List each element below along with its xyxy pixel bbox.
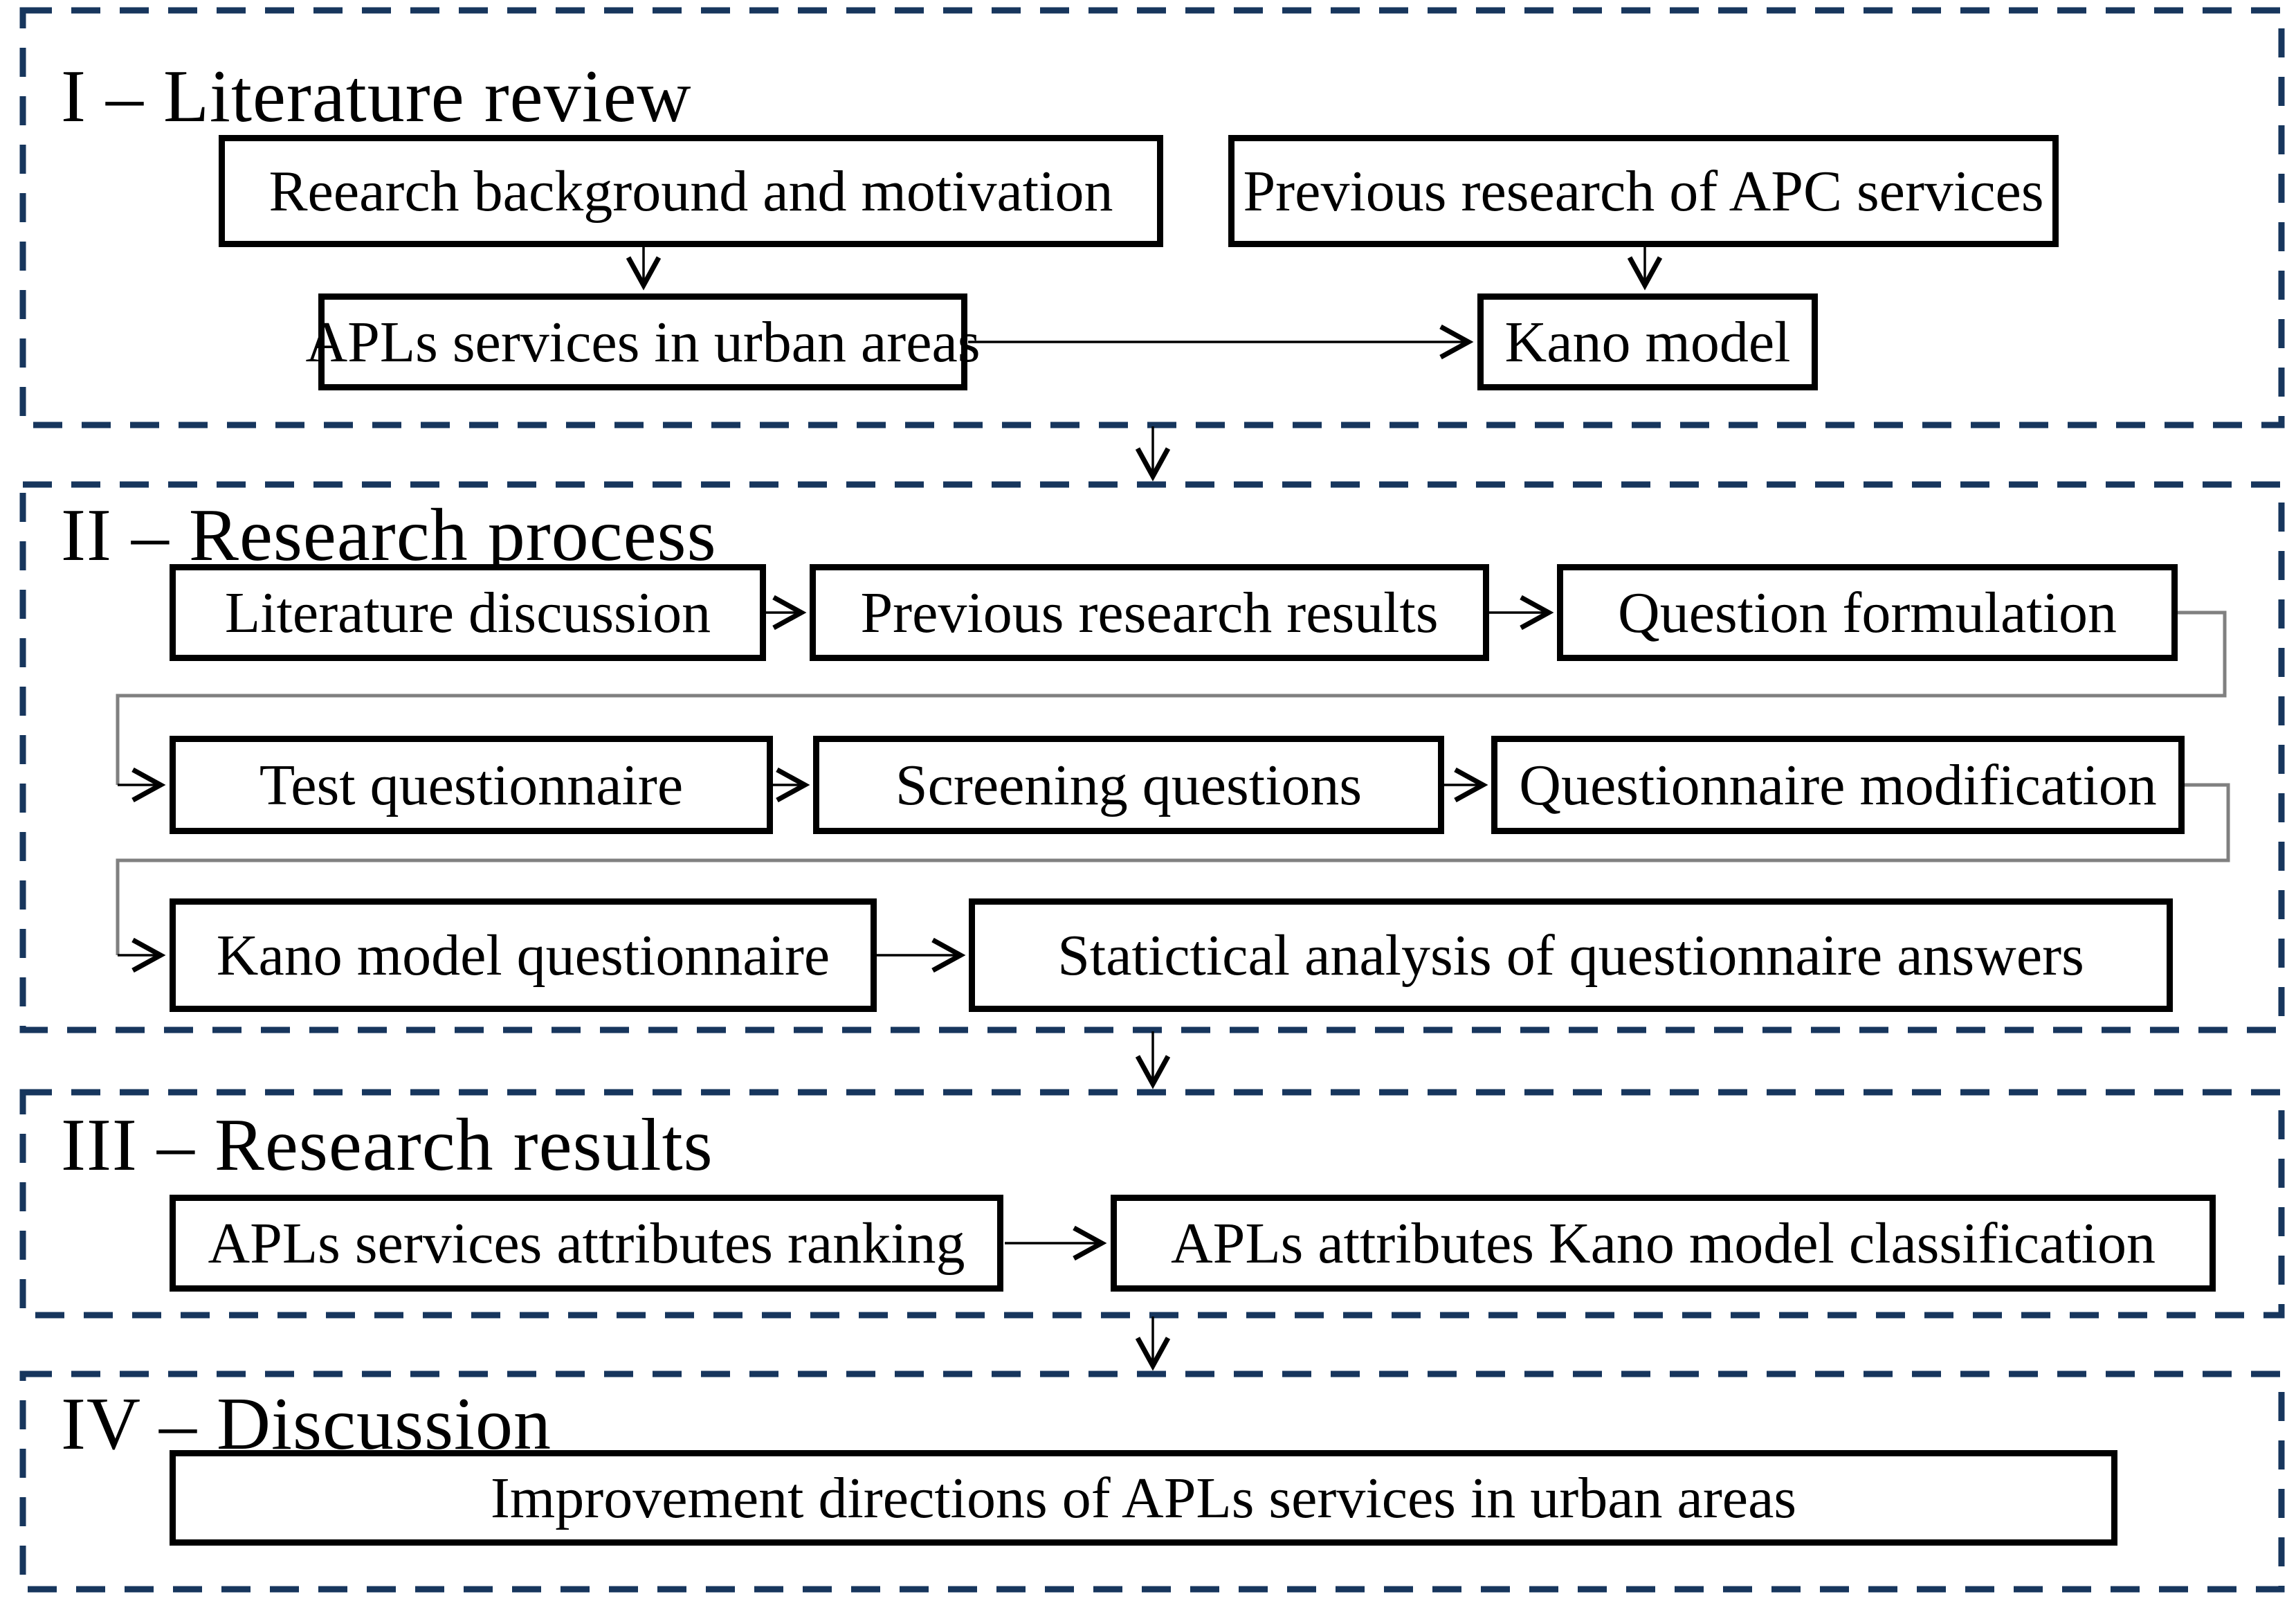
section-iv-border [19,1371,2285,1593]
box-kano-classification: APLs attributes Kano model classificatio… [1111,1195,2216,1292]
box-kano-model: Kano model [1477,293,1818,390]
box-test-questionnaire: Test questionnaire [170,736,773,834]
section-ii-border [19,481,2285,1033]
section-i-title: I – Literature review [61,55,692,138]
box-previous-apc-research: Previous research of APC services [1228,135,2059,247]
wrap-connector-2 [116,783,2230,955]
box-statistical-analysis: Statictical analysis of questionnaire an… [969,898,2173,1012]
wrap-connector-1 [116,610,2227,785]
box-attributes-ranking: APLs services attributes ranking [170,1195,1003,1292]
box-questionnaire-modification: Questionnaire modification [1491,736,2185,834]
box-improvement-directions: Improvement directions of APLs services … [170,1450,2117,1546]
section-i-border [19,7,2285,428]
box-screening-questions: Screening questions [813,736,1444,834]
box-research-background: Reearch background and motivation [219,135,1163,247]
box-question-formulation: Question formulation [1557,564,2178,661]
box-apls-urban-areas: APLs services in urban areas [305,293,981,390]
box-previous-research-results: Previous research results [810,564,1489,661]
section-iii-title: III – Research results [61,1104,713,1186]
box-literature-discussion: Literature discussion [170,564,766,661]
section-ii-title: II – Research process [61,494,717,577]
section-iii-border [19,1089,2285,1319]
box-kano-model-questionnaire: Kano model questionnaire [170,898,877,1012]
